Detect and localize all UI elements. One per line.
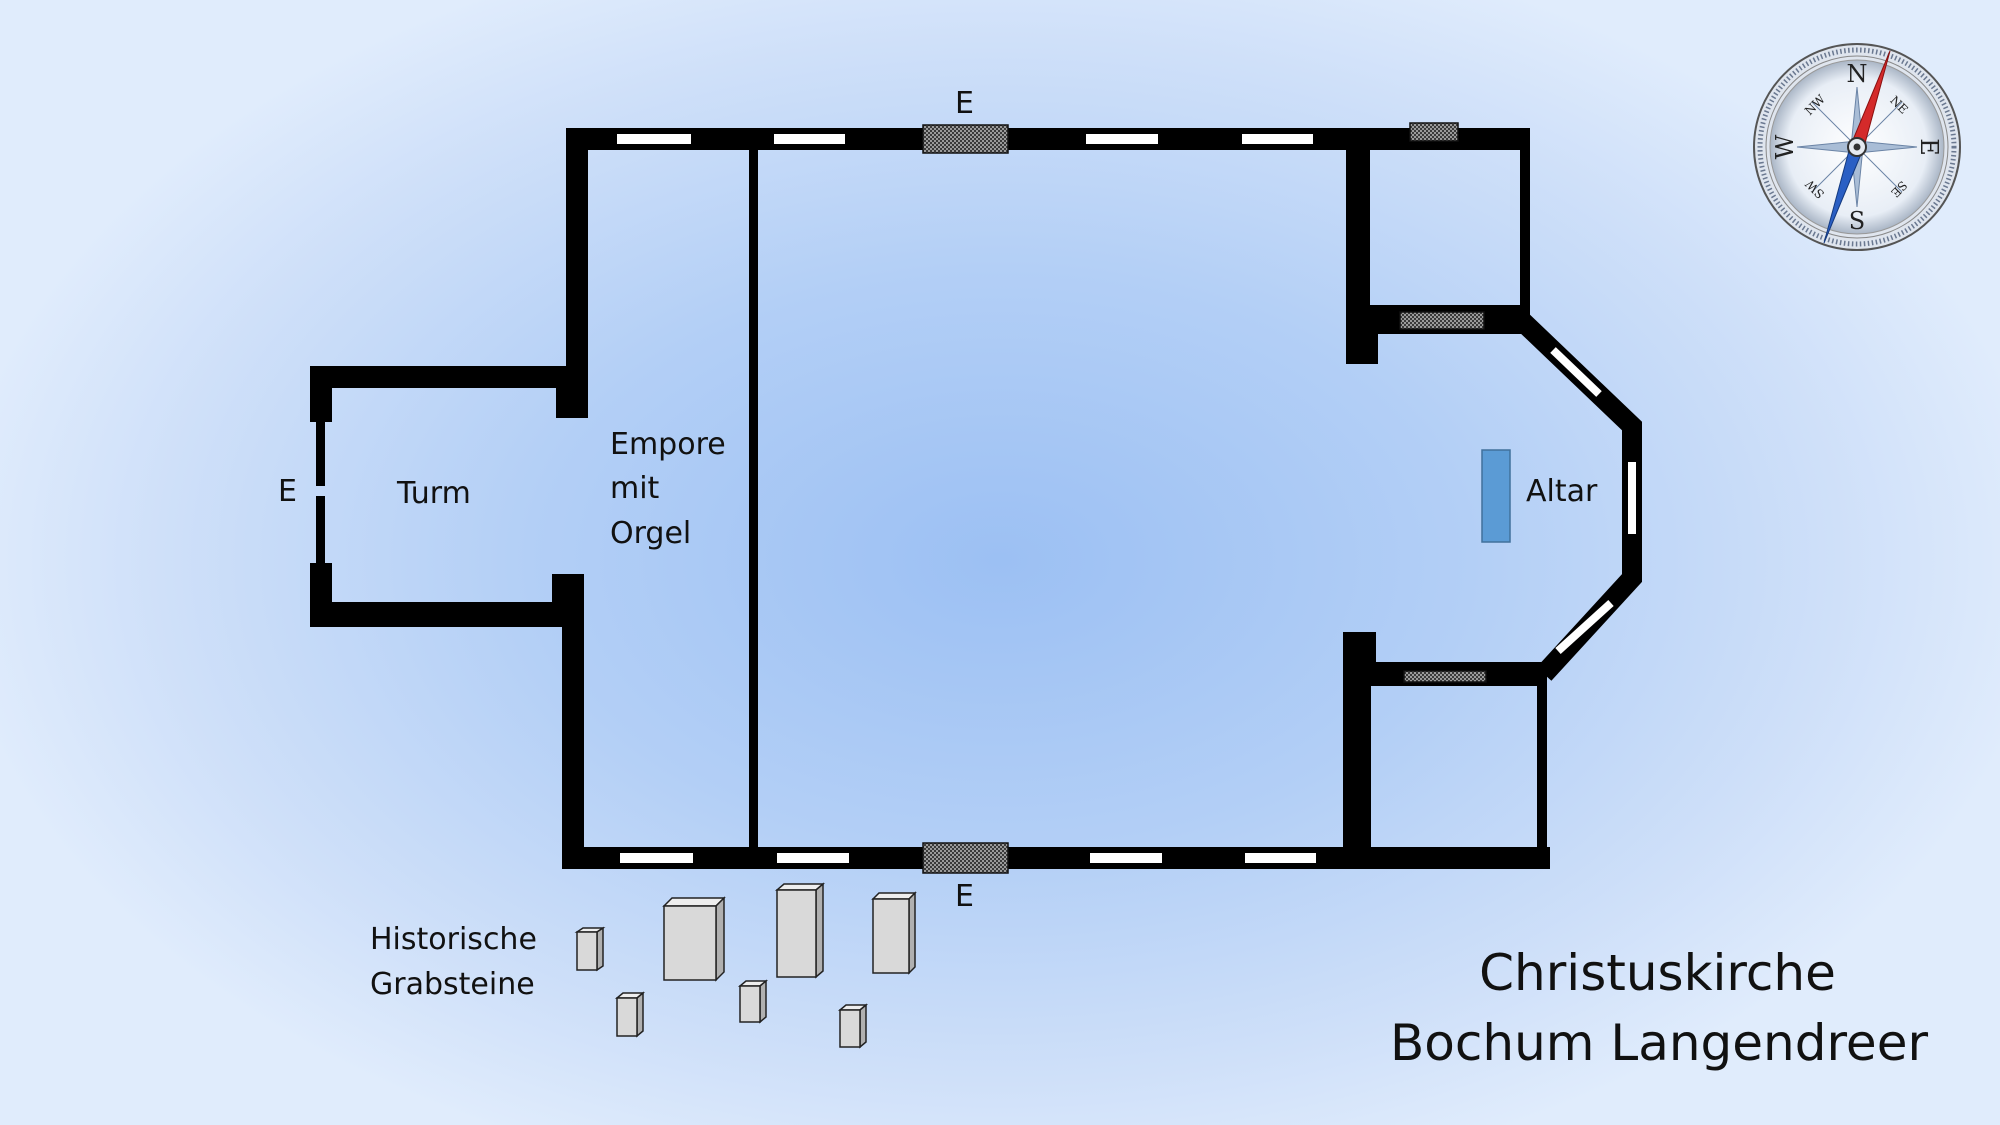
nave-east-wall-upper <box>1346 128 1370 364</box>
church-title-line2: Bochum Langendreer <box>1390 1014 1929 1072</box>
east-wall-stub-upper <box>1346 330 1378 364</box>
gallery-label-line3: Orgel <box>610 516 692 551</box>
north-vestry <box>1368 128 1530 334</box>
nave-west-wall-lower <box>562 588 584 869</box>
gravestone <box>774 882 826 979</box>
tower-junction-upper <box>556 384 586 418</box>
window <box>1245 853 1316 863</box>
window <box>617 134 691 144</box>
gravestones-label-line1: Historische <box>370 922 537 957</box>
window <box>620 853 693 863</box>
window <box>774 134 845 144</box>
compass-label-e: E <box>1915 138 1943 156</box>
window <box>777 853 849 863</box>
gallery-label-line2: mit <box>610 471 660 506</box>
vestry-door-east-lower <box>1403 670 1487 683</box>
gravestone <box>574 926 606 972</box>
entrance-south-label: E <box>955 879 974 914</box>
gravestone <box>871 891 917 975</box>
nave-east-wall-lower <box>1343 632 1371 869</box>
gravestone <box>737 979 769 1024</box>
church-title-line1: Christuskirche <box>1479 944 1836 1002</box>
gravestone <box>614 991 646 1038</box>
gravestones-label-line2: Grabsteine <box>370 967 535 1002</box>
nave-south-wall <box>562 847 1550 869</box>
tower-junction-lower <box>552 574 584 606</box>
tower-walls <box>310 366 566 627</box>
nave-west-wall-upper <box>566 128 588 418</box>
altar-table <box>1481 449 1511 543</box>
north-door <box>922 124 1009 154</box>
gallery-divider-wall <box>749 150 758 850</box>
entrance-west-label: E <box>278 474 297 509</box>
apse-window <box>1550 347 1602 397</box>
gravestone <box>837 1003 869 1049</box>
tower-label: Turm <box>397 476 471 511</box>
gallery-label-line1: Empore <box>610 427 726 462</box>
apse-window <box>1555 600 1614 654</box>
south-door <box>922 842 1009 874</box>
compass-label-n: N <box>1847 60 1868 88</box>
altar-label: Altar <box>1526 474 1598 509</box>
window <box>1242 134 1313 144</box>
compass-label-w: W <box>1771 134 1799 159</box>
compass-rose-icon: N E S W NE SE SW NW <box>1753 43 1961 251</box>
vestry-door-north <box>1409 122 1459 142</box>
gravestone <box>662 896 726 982</box>
doors <box>922 122 1487 874</box>
compass-label-s: S <box>1849 207 1865 235</box>
windows <box>617 134 1636 863</box>
vestry-door-east-upper <box>1399 311 1485 330</box>
gravestones <box>574 882 917 1049</box>
entrance-north-label: E <box>955 86 974 121</box>
nave-walls <box>552 128 1550 869</box>
window <box>1086 134 1158 144</box>
nave-north-wall <box>566 128 1530 150</box>
south-vestry <box>1368 662 1547 869</box>
window <box>1090 853 1162 863</box>
